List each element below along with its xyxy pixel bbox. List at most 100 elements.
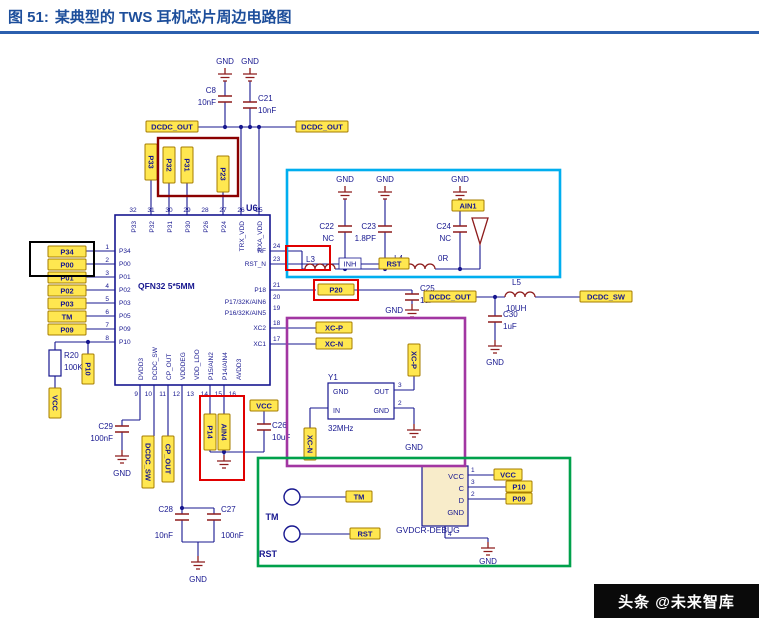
pin-name: P03 bbox=[119, 300, 131, 307]
pin-number: 30 bbox=[165, 207, 173, 214]
label-text: NC bbox=[439, 234, 451, 243]
pin-number: 14 bbox=[201, 391, 209, 398]
pin-name: P14/AIN4 bbox=[222, 352, 229, 380]
net-label-p09-left bbox=[47, 323, 87, 336]
label-text: GND bbox=[113, 469, 131, 478]
net-label-xc-p bbox=[315, 321, 353, 334]
label-text: 2 bbox=[471, 491, 475, 498]
label-text: OUT bbox=[374, 389, 390, 396]
net-label-p09-debug bbox=[505, 492, 533, 505]
pin-name: VDD_LDO bbox=[194, 349, 201, 380]
pin-number: 23 bbox=[273, 256, 281, 263]
junction-dot bbox=[238, 124, 244, 130]
net-label-p14-text: P14 bbox=[206, 425, 215, 439]
label-text: GND bbox=[333, 389, 349, 396]
net-label-vcc-left-text: VCC bbox=[51, 395, 60, 411]
gnd-symbol-icon bbox=[338, 186, 352, 200]
label-text: GND bbox=[385, 306, 403, 315]
label-text: 1uF bbox=[503, 322, 517, 331]
label-text: GND bbox=[189, 575, 207, 584]
net-label-p10-left-text: P10 bbox=[84, 362, 93, 375]
pin-number: 11 bbox=[159, 391, 166, 398]
label-text: 4 bbox=[448, 531, 452, 538]
watermark: 头条 @未来智库 bbox=[594, 584, 759, 618]
pin-number: 28 bbox=[201, 207, 209, 214]
junction-dot bbox=[256, 124, 262, 130]
pin-name: P05 bbox=[119, 313, 131, 320]
capacitor-icon-C24 bbox=[453, 225, 467, 233]
label-text: GND bbox=[336, 175, 354, 184]
net-label-p23-text: P23 bbox=[219, 167, 228, 180]
pin-name: RXA_VDD bbox=[257, 221, 264, 252]
highlight-box-debug bbox=[256, 456, 572, 568]
ic-body bbox=[114, 214, 271, 386]
highlight-box-p14-ain4 bbox=[199, 395, 245, 481]
pin-name: P02 bbox=[119, 287, 131, 294]
gnd-symbol-icon bbox=[407, 424, 421, 438]
net-label-vcc-left bbox=[48, 387, 62, 419]
junction-dot bbox=[85, 339, 91, 345]
pin-name: DVDD3 bbox=[138, 358, 145, 380]
pin-name: XC1 bbox=[253, 341, 266, 348]
net-label-dcdc-out-3-text: DCDC_OUT bbox=[429, 293, 471, 302]
debug-connector-name: GVDCR-DEBUG bbox=[396, 525, 460, 535]
capacitor-icon-C8 bbox=[218, 95, 232, 103]
junction-dot bbox=[457, 266, 463, 272]
net-label-p32-text: P32 bbox=[165, 158, 174, 171]
pin-name: P34 bbox=[119, 248, 131, 255]
pin-name: RF bbox=[257, 248, 266, 255]
net-label-inh-text: INH bbox=[344, 260, 357, 269]
net-label-inh bbox=[338, 257, 362, 270]
label-text: GND bbox=[405, 443, 423, 452]
pin-number: 6 bbox=[105, 309, 109, 316]
label-text: 10uF bbox=[272, 433, 290, 442]
pin-number: 10 bbox=[145, 391, 153, 398]
highlight-box-p20 bbox=[313, 279, 359, 301]
label-text: TM bbox=[266, 512, 279, 522]
gnd-symbol-icon bbox=[378, 186, 392, 200]
net-label-xc-n bbox=[315, 337, 353, 350]
gnd-symbol-icon bbox=[453, 186, 467, 200]
net-label-p03-text: P03 bbox=[60, 300, 73, 309]
net-label-p10-debug-text: P10 bbox=[512, 483, 525, 492]
net-label-p02-text: P02 bbox=[60, 287, 73, 296]
net-label-p00 bbox=[47, 258, 87, 271]
pin-number: 1 bbox=[105, 244, 109, 251]
label-text: GND bbox=[451, 175, 469, 184]
net-label-vcc-c26-text: VCC bbox=[256, 402, 272, 411]
label-text: 3 bbox=[471, 479, 475, 486]
label-text: C26 bbox=[272, 421, 287, 430]
pin-number: 4 bbox=[105, 283, 109, 290]
junction-dot bbox=[221, 449, 227, 455]
pin-number: 25 bbox=[255, 207, 263, 214]
net-label-dcdc-sw-right-text: DCDC_SW bbox=[587, 293, 626, 302]
label-text: GND bbox=[373, 408, 389, 415]
net-label-p14 bbox=[203, 413, 217, 451]
net-label-xc-n-text: XC-N bbox=[325, 340, 343, 349]
pin-name: P15/AIN2 bbox=[208, 352, 215, 380]
net-label-cp-out-text: CP_OUT bbox=[164, 444, 173, 475]
net-label-dcdc-out-1 bbox=[145, 120, 199, 133]
highlight-box-p34-p00 bbox=[29, 241, 95, 277]
pin-name: P01 bbox=[119, 274, 131, 281]
label-text: C30 bbox=[503, 310, 518, 319]
net-label-p09-left-text: P09 bbox=[60, 326, 73, 335]
capacitor-icon-C21 bbox=[243, 101, 257, 109]
ic-part-number: QFN32 5*5MM bbox=[138, 281, 195, 291]
net-label-tm-green bbox=[345, 490, 373, 503]
capacitor-icon-C23 bbox=[378, 225, 392, 233]
label-text: R20 bbox=[64, 351, 79, 360]
gnd-symbol-icon bbox=[243, 68, 257, 82]
label-text: 0R bbox=[438, 254, 448, 263]
label-text: 100K bbox=[64, 363, 83, 372]
inductor-icon-L5 bbox=[504, 291, 536, 298]
gnd-symbol-icon bbox=[115, 450, 129, 464]
capacitor-icon-C25 bbox=[405, 293, 419, 301]
label-text: GND bbox=[479, 557, 497, 566]
figure-title: 图 51:某典型的 TWS 耳机芯片周边电路图 bbox=[8, 6, 292, 27]
label-text: L3 bbox=[306, 255, 315, 264]
pin-number: 15 bbox=[215, 391, 223, 398]
pin-number: 13 bbox=[187, 391, 195, 398]
capacitor-icon-C26 bbox=[257, 423, 271, 431]
gnd-symbol-icon bbox=[488, 340, 502, 354]
